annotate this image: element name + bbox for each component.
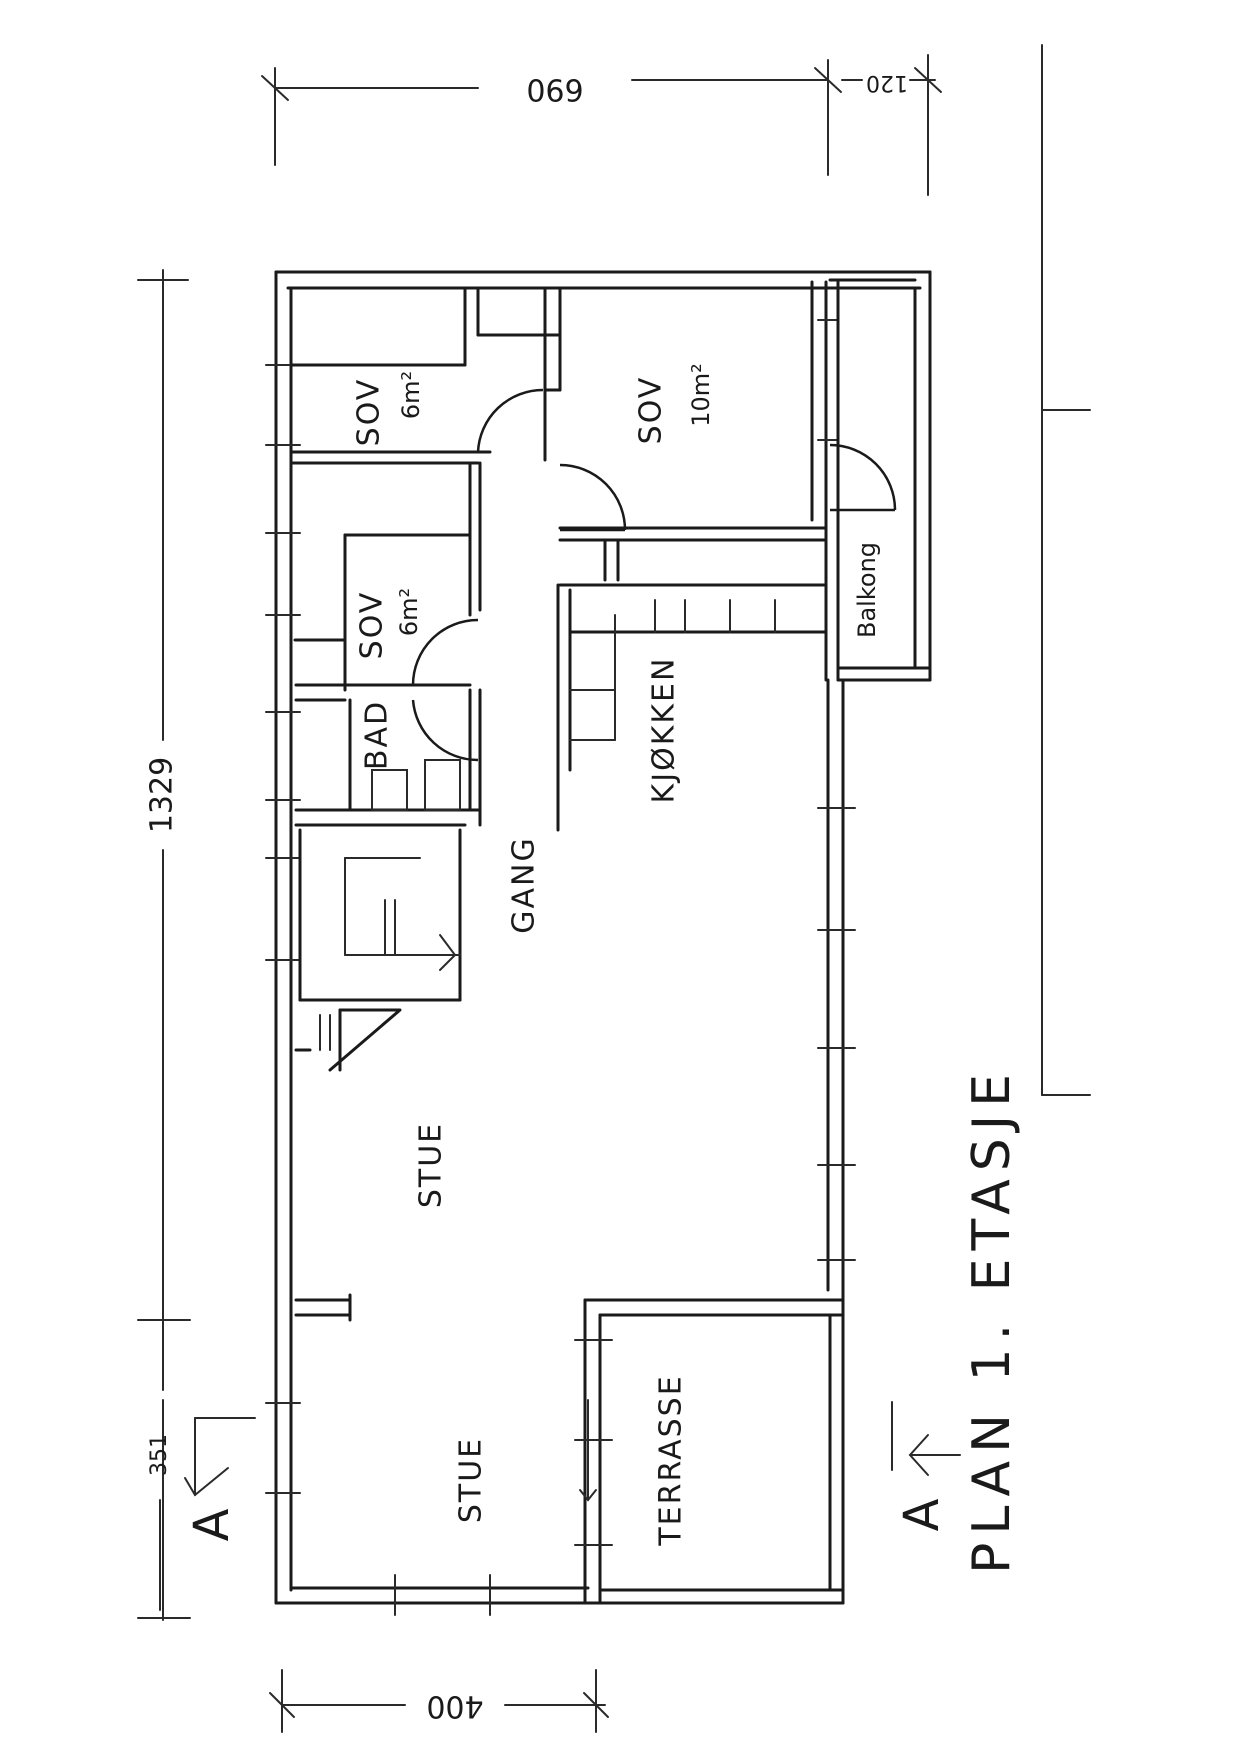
room-label-bad: BAD [360, 700, 395, 770]
dimension-left-total-label: 1329 [145, 757, 180, 833]
room-label-stue-1: STUE [414, 1122, 449, 1208]
dimension-top-main-label: 690 [526, 72, 583, 107]
room-label-sov-large: SOV [634, 376, 669, 445]
section-marker-left-label: A [184, 1508, 240, 1541]
room-area-sov-small-top: 6m² [397, 371, 425, 419]
outer-walls [274, 270, 932, 1605]
room-label-stue-2: STUE [454, 1437, 489, 1523]
windows-bottom [394, 1574, 491, 1616]
dimension-left [137, 269, 191, 1621]
windows-left [265, 364, 301, 1494]
room-label-terrace: TERRASSE [654, 1374, 689, 1546]
dimension-bottom [269, 1669, 609, 1733]
room-label-kitchen: KJØKKEN [647, 657, 682, 804]
balcony [828, 270, 932, 682]
room-area-sov-large: 10m² [687, 363, 715, 427]
windows-right [817, 319, 856, 1261]
dimension-left-part-label: 351 [147, 1434, 172, 1476]
interior-walls [289, 286, 828, 1322]
dimension-top-small-label: 120 [866, 70, 908, 95]
room-label-gang: GANG [507, 836, 542, 933]
section-marker-bottom-label: A [894, 1498, 950, 1531]
section-marker-bottom [891, 1401, 961, 1476]
plan-title: PLAN 1. ETASJE [962, 1066, 1022, 1574]
room-label-sov-small-mid: SOV [355, 591, 390, 660]
room-area-sov-small-mid: 6m² [395, 588, 423, 636]
doors [411, 388, 627, 762]
section-marker-left [184, 1417, 256, 1497]
dimension-top [261, 54, 942, 196]
terrace [574, 1298, 845, 1605]
dimension-bottom-label: 400 [426, 1689, 483, 1724]
room-label-balcony: Balkong [853, 542, 881, 638]
reference-line-right [1041, 44, 1091, 1096]
room-label-sov-small-top: SOV [352, 378, 387, 447]
